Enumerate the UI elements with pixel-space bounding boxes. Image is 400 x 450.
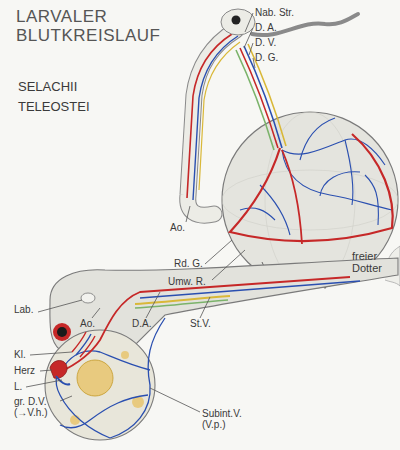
stalk-duct [248,44,286,146]
gill-artery [72,332,86,352]
leader-line [60,396,72,401]
blue-vessel [320,172,360,196]
part-label: freier Dotter [352,250,397,274]
part-label: Lab. [14,304,33,315]
diagram-title: LARVALER BLUTKREISLAUF [16,8,186,45]
leader-line [249,43,253,55]
stalk-artery [240,48,278,148]
oil-droplet [77,360,113,396]
part-label: Umw. R. [168,276,206,287]
larva-gut [135,296,230,304]
group-label: TELEOSTEI [18,100,90,114]
leader-line [38,300,82,312]
part-label: Ao. [80,318,95,329]
leader-line [150,388,200,412]
heart-vein [56,376,70,385]
leader-line [40,370,52,371]
part-label: gr. D.V. (→V.h.) [14,396,64,418]
sinus-terminalis [230,134,393,241]
yolk-sac-veins [56,318,165,438]
leader-line [212,250,245,280]
blue-vessel [345,140,353,205]
leader-line [253,58,255,68]
yolk-stalk [236,44,286,150]
leader-line [146,292,160,318]
embryo-head [221,9,255,35]
part-label: Kl. [14,349,26,360]
embryo-eye [232,16,241,25]
leader-line [30,352,72,355]
larva-eye-ring [53,323,71,341]
leader-line [200,297,210,318]
part-label: L. [14,381,22,392]
part-label: Ao. [170,222,185,233]
part-label: St.V. [190,318,211,329]
blue-vessel [260,185,290,235]
yolk-contour [222,170,398,230]
embryo-gut [199,42,240,190]
larva-eye [57,327,67,337]
blue-vessel [365,175,378,225]
stalk-vein [244,46,282,148]
leader-line [245,13,253,32]
larva-liver-duct [135,300,228,308]
embryo-body-outline [188,30,236,215]
part-label: D. V. [255,37,276,48]
part-label: Herz [14,365,35,376]
embryo-body [188,30,236,215]
part-label: Nab. Str. [255,7,294,18]
oil-droplet [121,351,129,359]
leader-line [244,28,253,48]
embryo-aorta [187,34,232,198]
heart [50,361,67,379]
leader-line [205,240,232,264]
group-label: SELACHII [18,80,77,94]
leader-line [186,206,190,222]
labyrinth [81,293,95,303]
blue-vessel [282,150,392,210]
part-label: Subint.V. (V.p.) [202,408,260,430]
vitelline-artery [282,150,302,244]
stalk-strand [236,50,274,150]
yolk-sphere [222,112,398,288]
yolk-sac [45,330,155,440]
blue-vessel [300,118,335,160]
vitelline-veins [240,118,392,235]
blue-vessel [56,365,110,438]
blue-vessel [60,395,148,428]
gill-artery [80,336,95,357]
part-label: Rd. G. [174,258,203,269]
gill-arches [72,332,95,357]
leader-line [92,308,100,318]
part-label: D. A. [255,22,277,33]
blue-vessel [110,318,165,438]
oil-droplet [70,415,80,425]
part-label: D. G. [255,52,278,63]
leader-line [26,380,62,387]
larva-aorta [60,277,350,372]
part-label: D.A. [132,318,151,329]
leader-lines [26,13,255,412]
